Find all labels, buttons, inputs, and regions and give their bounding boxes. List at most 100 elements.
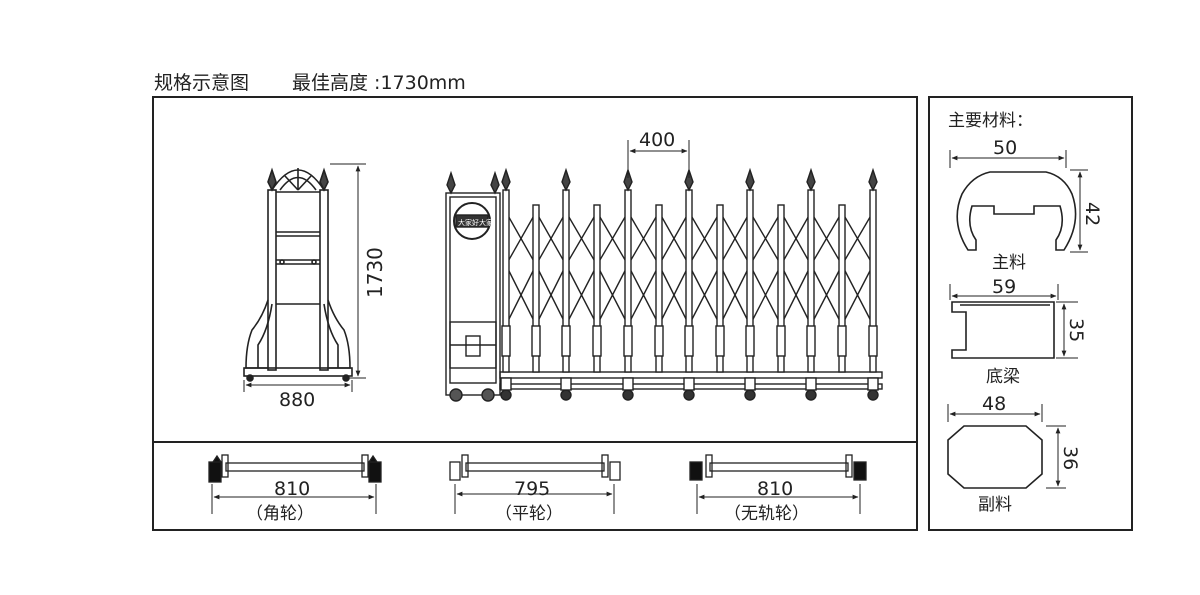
diagram-title: 规格示意图 xyxy=(154,72,250,94)
lattice-bar xyxy=(810,264,843,326)
trackless-wheel-label: （无轨轮） xyxy=(724,504,809,524)
wheel-types-panel xyxy=(152,441,918,531)
post-wheel xyxy=(867,389,879,401)
main-profile-name: 主料 xyxy=(992,253,1026,273)
width-dimension xyxy=(243,380,353,392)
gate-post xyxy=(777,204,785,373)
gate-post xyxy=(838,204,846,373)
post-wheel xyxy=(560,389,572,401)
flat-wheel-label: （平轮） xyxy=(495,504,563,524)
post-collar xyxy=(776,325,786,357)
aux-profile-drawing xyxy=(947,425,1043,489)
side-view xyxy=(243,167,353,382)
post-finial xyxy=(501,167,511,192)
post-finial xyxy=(868,167,878,192)
control-box xyxy=(445,192,501,396)
beam-profile-drawing xyxy=(951,301,1055,359)
lattice-bar xyxy=(780,211,812,266)
lattice-bar xyxy=(688,264,721,326)
wheel-bracket xyxy=(622,377,634,391)
post-wheel xyxy=(683,389,695,401)
main-profile-width: 50 xyxy=(993,137,1017,159)
lattice-bar xyxy=(810,211,843,266)
post-collar xyxy=(837,325,847,357)
post-collar xyxy=(623,325,633,357)
trackless-wheel-width: 810 xyxy=(757,478,793,500)
aux-profile-width: 48 xyxy=(982,393,1006,415)
post-collar xyxy=(561,325,571,357)
wheel-bracket xyxy=(683,377,695,391)
materials-panel xyxy=(928,96,1133,531)
width-value: 880 xyxy=(279,389,315,411)
post-collar xyxy=(745,325,755,357)
post-wheel xyxy=(805,389,817,401)
lattice-bar xyxy=(596,264,629,326)
height-dimension xyxy=(330,163,366,379)
post-finial xyxy=(561,167,571,192)
lattice-bar xyxy=(780,264,812,326)
lattice-bar xyxy=(688,211,721,266)
post-collar xyxy=(501,325,511,357)
lattice-bar xyxy=(565,211,598,266)
gate-post xyxy=(593,204,601,373)
lattice-bar xyxy=(658,211,690,266)
lattice-bar xyxy=(596,211,629,266)
materials-title: 主要材料： xyxy=(948,111,1033,131)
spacing-value: 400 xyxy=(639,129,675,151)
lattice-bar xyxy=(658,264,690,326)
height-value: 1730 xyxy=(363,247,387,298)
post-wheel xyxy=(622,389,634,401)
gate-post xyxy=(532,204,540,373)
post-wheel xyxy=(744,389,756,401)
trackless-wheel-drawing xyxy=(689,454,867,481)
beam-profile-width: 59 xyxy=(992,276,1016,298)
lattice-bar xyxy=(505,264,537,326)
post-collar xyxy=(806,325,816,357)
lattice-bar xyxy=(841,211,874,266)
lattice-bar xyxy=(749,264,782,326)
lattice-bar xyxy=(749,211,782,266)
post-collar xyxy=(715,325,725,357)
aux-profile-height: 36 xyxy=(1059,446,1081,470)
post-collar xyxy=(868,325,878,357)
flat-wheel-width: 795 xyxy=(514,478,550,500)
post-finial xyxy=(806,167,816,192)
lattice-bar xyxy=(535,264,567,326)
corner-wheel-width: 810 xyxy=(274,478,310,500)
post-collar xyxy=(531,325,541,357)
max-height-label: 最佳高度 :1730mm xyxy=(292,72,466,94)
lattice-bar xyxy=(719,264,751,326)
lattice-bar xyxy=(627,264,660,326)
post-collar xyxy=(654,325,664,357)
wheel-bracket xyxy=(867,377,879,391)
beam-profile-height: 35 xyxy=(1065,318,1087,342)
beam-profile-name: 底梁 xyxy=(986,367,1020,387)
wheel-bracket xyxy=(744,377,756,391)
post-collar xyxy=(684,325,694,357)
wheel-bracket xyxy=(805,377,817,391)
lattice-bar xyxy=(627,211,660,266)
main-profile-height: 42 xyxy=(1081,202,1103,226)
post-finial xyxy=(745,167,755,192)
wheel-bracket xyxy=(560,377,572,391)
lattice-bar xyxy=(505,211,537,266)
gate-post xyxy=(716,204,724,373)
flat-wheel-drawing xyxy=(449,454,621,481)
lattice-bar xyxy=(719,211,751,266)
front-view xyxy=(445,170,883,402)
spacing-dimension xyxy=(627,140,690,178)
post-wheel xyxy=(500,389,512,401)
corner-wheel-label: （角轮） xyxy=(246,504,314,524)
lattice-bar xyxy=(841,264,874,326)
lattice-bar xyxy=(565,264,598,326)
corner-wheel-drawing xyxy=(208,454,382,483)
scissor-posts xyxy=(500,167,879,401)
gate-post xyxy=(655,204,663,373)
lattice-bar xyxy=(535,211,567,266)
sign-text: 大家好大家 xyxy=(458,218,493,227)
main-profile-drawing xyxy=(956,171,1077,251)
aux-profile-name: 副料 xyxy=(978,495,1012,515)
wheel-bracket xyxy=(500,377,512,391)
post-collar xyxy=(592,325,602,357)
